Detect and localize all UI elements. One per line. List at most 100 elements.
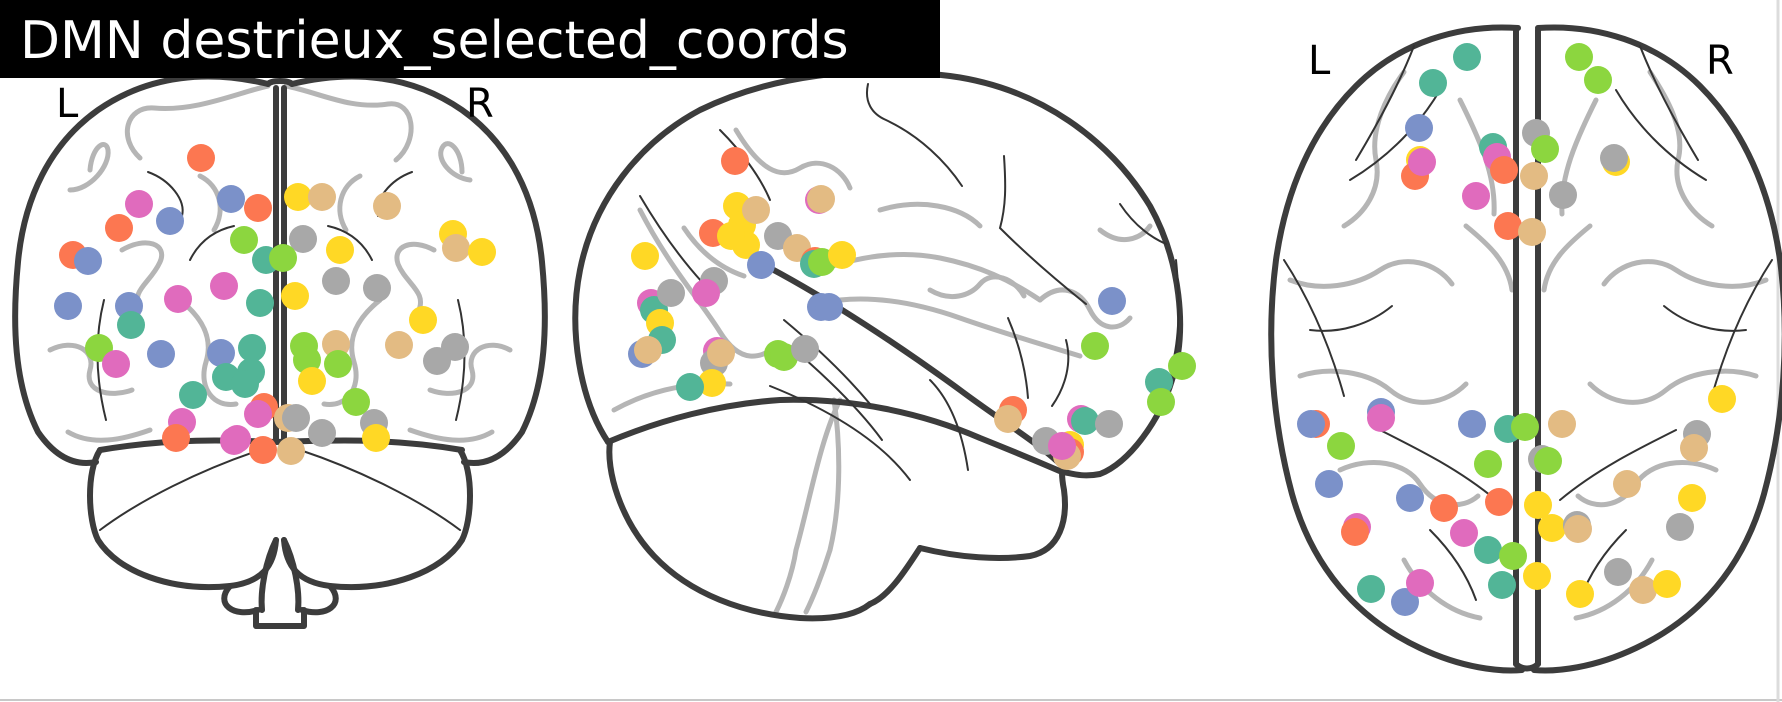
axial-marker	[1564, 515, 1592, 543]
axial-right-label: R	[1706, 38, 1734, 84]
axial-marker	[1494, 212, 1522, 240]
axial-marker	[1327, 432, 1355, 460]
axial-marker	[1511, 413, 1539, 441]
axial-marker	[1531, 135, 1559, 163]
axial-marker	[1499, 542, 1527, 570]
axial-marker	[1430, 494, 1458, 522]
coronal-marker	[244, 400, 272, 428]
axial-marker	[1629, 576, 1657, 604]
axial-marker	[1600, 144, 1628, 172]
axial-marker	[1485, 488, 1513, 516]
axial-marker	[1396, 484, 1424, 512]
sagittal-marker	[692, 279, 720, 307]
sagittal-marker	[631, 242, 659, 270]
axial-marker	[1518, 218, 1546, 246]
axial-marker	[1474, 450, 1502, 478]
coronal-marker	[244, 194, 272, 222]
sagittal-marker	[791, 335, 819, 363]
axial-marker	[1297, 410, 1325, 438]
coronal-marker	[324, 350, 352, 378]
coronal-markers	[54, 144, 496, 465]
axial-gyri	[1283, 45, 1773, 601]
coronal-marker	[373, 192, 401, 220]
axial-marker	[1406, 569, 1434, 597]
axial-marker	[1474, 536, 1502, 564]
sagittal-marker	[770, 343, 798, 371]
coronal-marker	[117, 311, 145, 339]
axial-marker	[1565, 43, 1593, 71]
axial-marker	[1462, 182, 1490, 210]
coronal-gyri	[96, 171, 466, 531]
axial-marker	[1708, 385, 1736, 413]
coronal-marker	[282, 404, 310, 432]
sagittal-marker	[721, 147, 749, 175]
axial-marker	[1566, 580, 1594, 608]
axial-marker	[1450, 519, 1478, 547]
axial-marker	[1419, 69, 1447, 97]
axial-marker	[1523, 562, 1551, 590]
sagittal-marker	[717, 222, 745, 250]
coronal-marker	[281, 282, 309, 310]
axial-marker	[1584, 66, 1612, 94]
coronal-marker	[423, 347, 451, 375]
coronal-left-label: L	[56, 81, 79, 127]
coronal-marker	[326, 236, 354, 264]
axial-marker	[1490, 156, 1518, 184]
axial-left-label: L	[1308, 38, 1331, 84]
axial-marker	[1367, 404, 1395, 432]
coronal-marker	[289, 225, 317, 253]
sagittal-markers	[628, 147, 1196, 470]
coronal-marker	[210, 272, 238, 300]
coronal-marker	[105, 214, 133, 242]
coronal-marker	[468, 238, 496, 266]
coronal-marker	[156, 207, 184, 235]
coronal-marker	[277, 437, 305, 465]
sagittal-marker	[815, 293, 843, 321]
title-background	[0, 0, 940, 78]
axial-marker	[1458, 410, 1486, 438]
coronal-marker	[246, 289, 274, 317]
coronal-marker	[125, 190, 153, 218]
coronal-marker	[293, 346, 321, 374]
axial-sulci	[1287, 69, 1769, 621]
coronal-marker	[162, 424, 190, 452]
axial-marker	[1524, 491, 1552, 519]
title-text: DMN destrieux_selected_coords	[20, 11, 849, 71]
coronal-marker	[298, 367, 326, 395]
coronal-view	[12, 73, 548, 629]
sagittal-sulci	[611, 127, 1153, 615]
sagittal-marker	[707, 339, 735, 367]
sagittal-view	[572, 68, 1184, 622]
coronal-right-label: R	[466, 81, 494, 127]
axial-marker	[1653, 570, 1681, 598]
axial-marker	[1678, 484, 1706, 512]
axial-marker	[1604, 558, 1632, 586]
coronal-marker	[342, 388, 370, 416]
axial-marker	[1613, 470, 1641, 498]
sagittal-marker	[747, 251, 775, 279]
coronal-marker	[230, 226, 258, 254]
axial-marker	[1534, 447, 1562, 475]
coronal-marker	[207, 339, 235, 367]
axial-marker	[1315, 470, 1343, 498]
axial-marker	[1391, 588, 1419, 616]
sagittal-marker	[807, 185, 835, 213]
coronal-marker	[322, 267, 350, 295]
sagittal-marker	[1081, 332, 1109, 360]
coronal-marker	[238, 334, 266, 362]
axial-marker	[1666, 513, 1694, 541]
coronal-marker	[308, 419, 336, 447]
axial-marker	[1341, 518, 1369, 546]
axial-markers	[1297, 43, 1736, 616]
axial-marker	[1357, 575, 1385, 603]
axial-marker	[1405, 114, 1433, 142]
sagittal-marker	[1048, 432, 1076, 460]
sagittal-marker	[742, 196, 770, 224]
sagittal-marker	[1168, 352, 1196, 380]
axial-marker	[1549, 181, 1577, 209]
coronal-marker	[54, 292, 82, 320]
coronal-marker	[147, 340, 175, 368]
sagittal-marker	[1071, 407, 1099, 435]
axial-marker	[1538, 514, 1566, 542]
